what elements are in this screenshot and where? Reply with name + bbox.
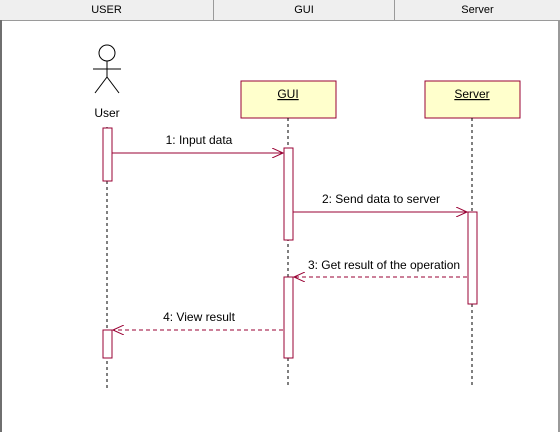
message-2-label: 2: Send data to server bbox=[322, 192, 440, 206]
gui-activation-2[interactable] bbox=[283, 276, 294, 359]
column-header-gui[interactable]: GUI bbox=[214, 0, 395, 20]
server-activation[interactable] bbox=[467, 211, 478, 305]
user-actor-icon[interactable] bbox=[93, 44, 121, 94]
frame-right-border bbox=[558, 20, 560, 432]
server-object-box[interactable] bbox=[424, 80, 521, 119]
gui-object-box[interactable] bbox=[240, 80, 337, 119]
column-header-bar: USER GUI Server bbox=[0, 0, 560, 21]
gui-activation-1[interactable] bbox=[283, 147, 294, 241]
column-header-user[interactable]: USER bbox=[0, 0, 214, 20]
user-actor-label: User bbox=[94, 106, 119, 120]
user-activation-1[interactable] bbox=[102, 127, 113, 182]
message-1-label: 1: Input data bbox=[166, 133, 233, 147]
server-object-label: Server bbox=[454, 87, 489, 101]
frame-left-border bbox=[0, 20, 2, 432]
user-activation-2[interactable] bbox=[102, 329, 113, 359]
message-4-label: 4: View result bbox=[163, 310, 235, 324]
column-header-server[interactable]: Server bbox=[461, 4, 494, 16]
message-3-label: 3: Get result of the operation bbox=[308, 258, 460, 272]
gui-object-label: GUI bbox=[277, 87, 298, 101]
